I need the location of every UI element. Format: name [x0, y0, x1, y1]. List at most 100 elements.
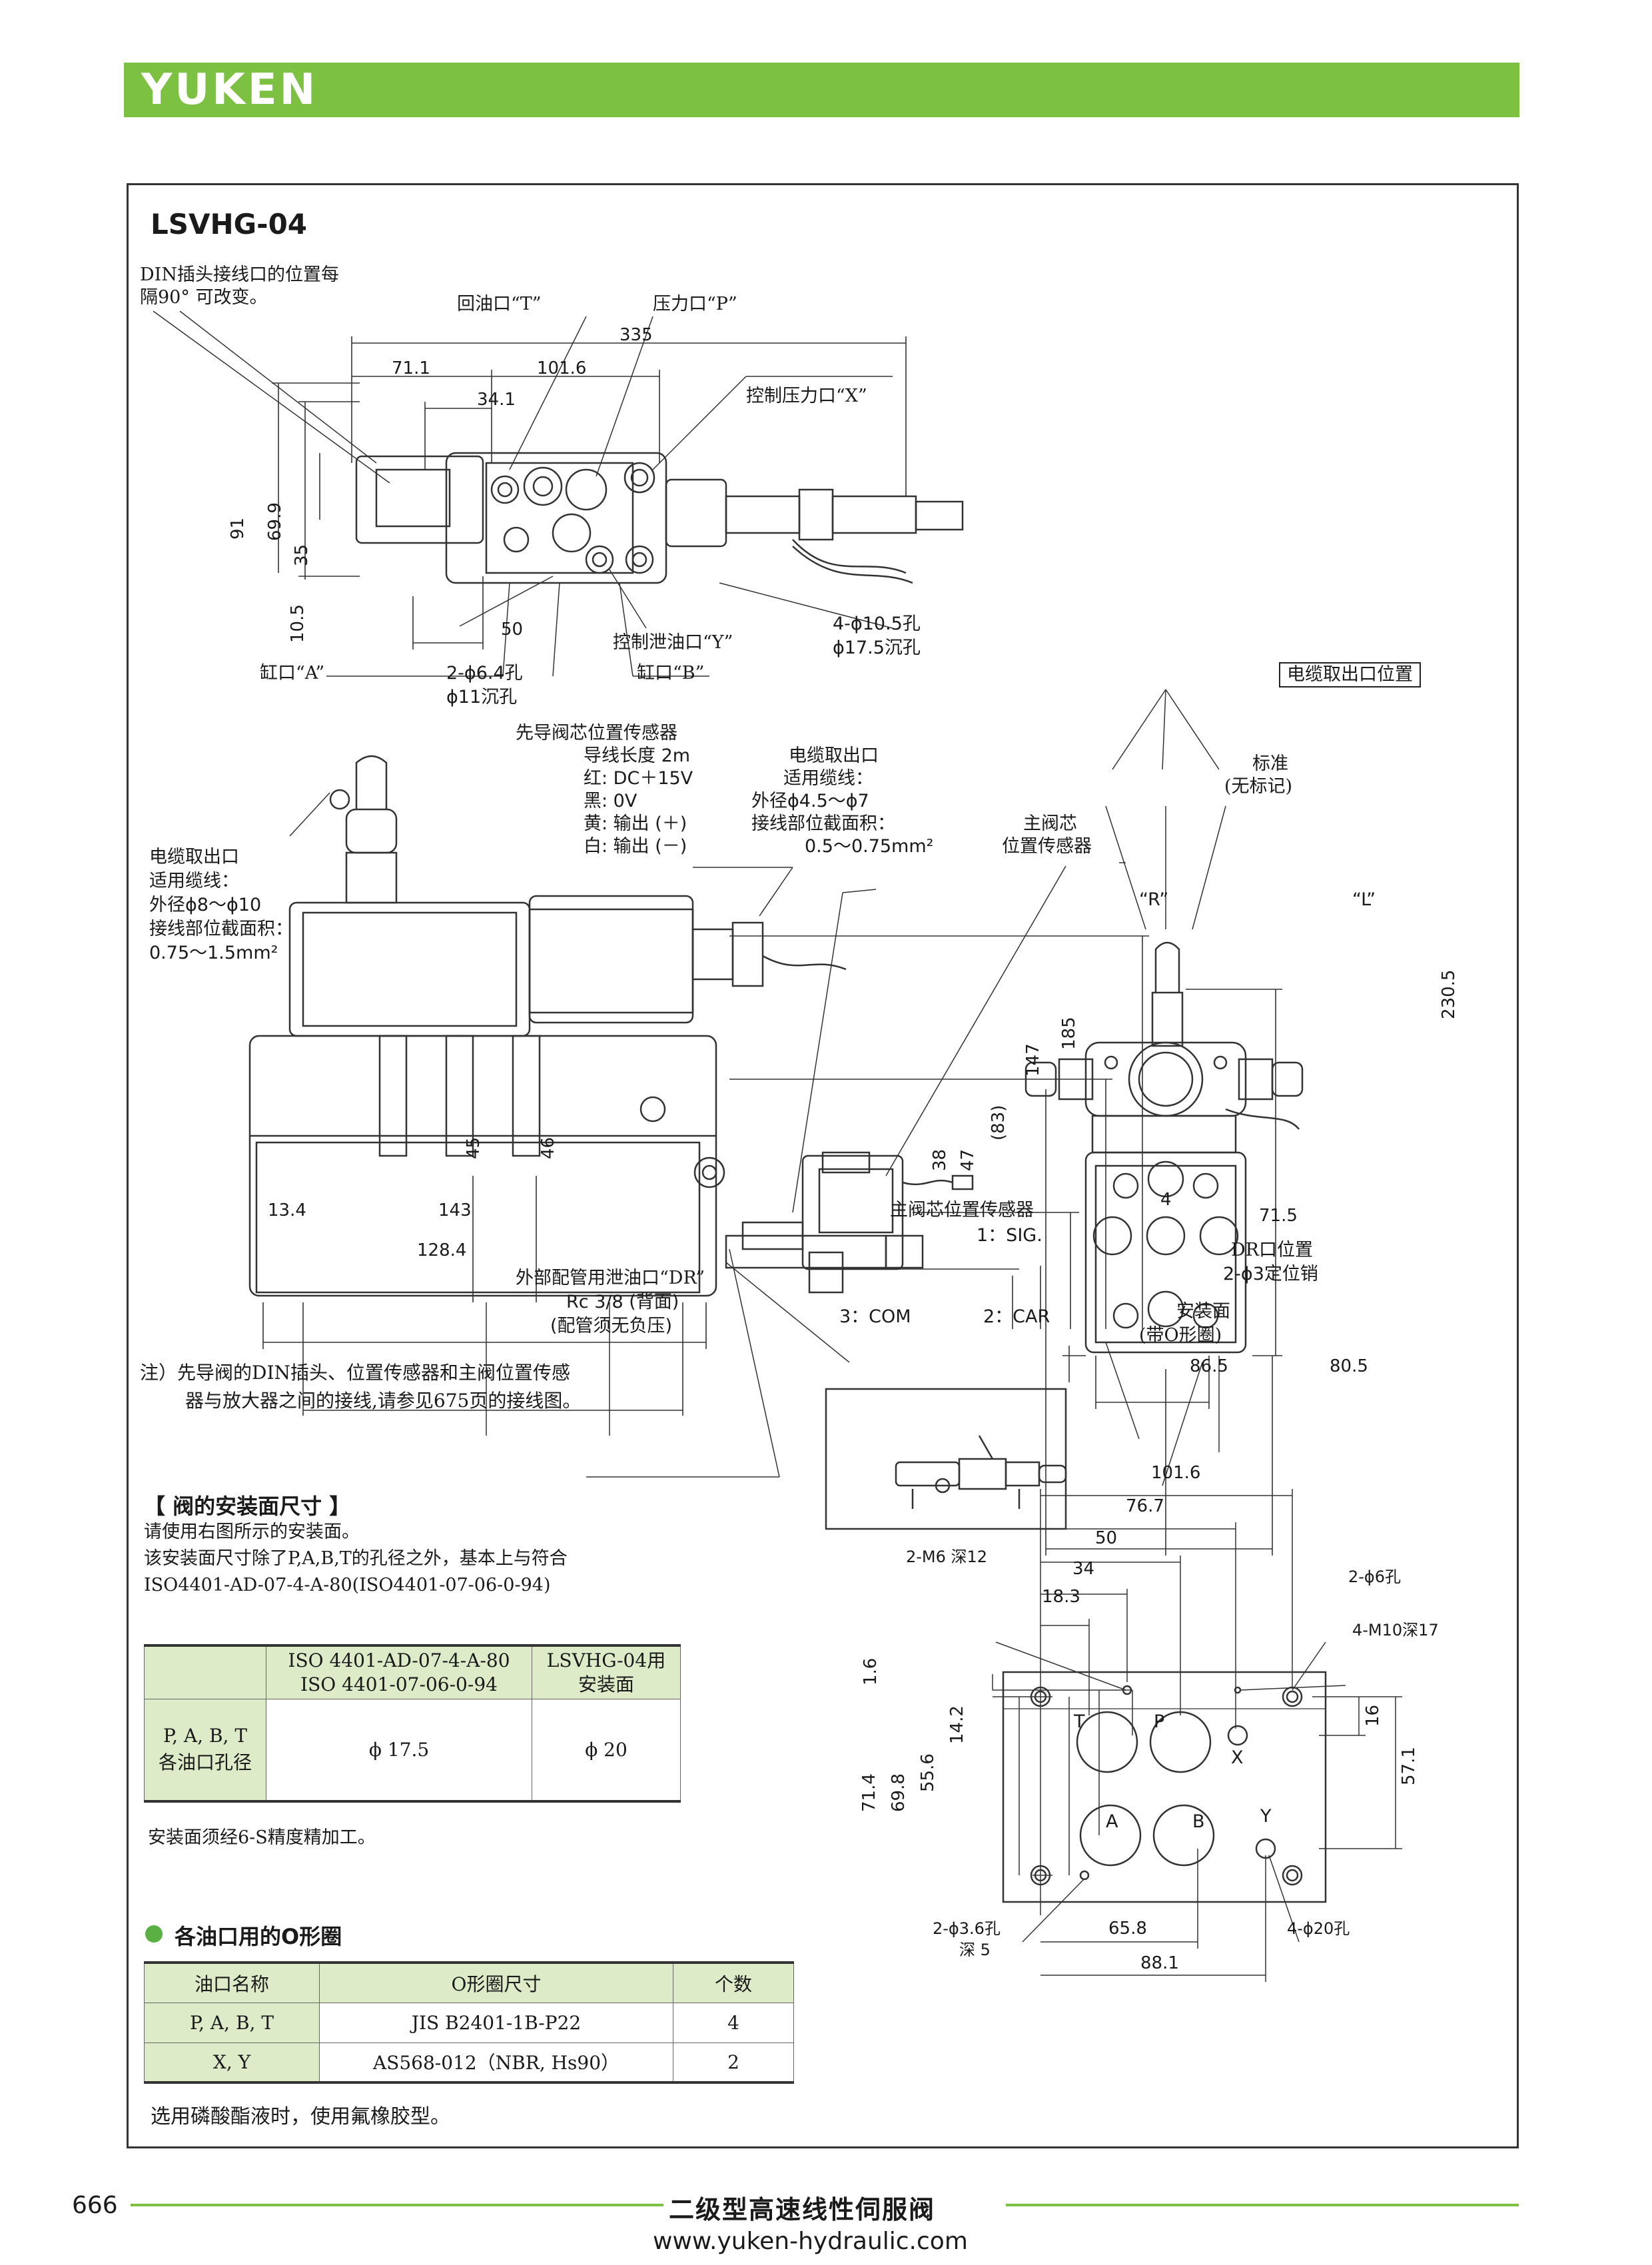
mdim-69-8: 69.8	[889, 1773, 909, 1812]
mount-face-label: 安装面	[1176, 1301, 1230, 1322]
mdim-57-1: 57.1	[1399, 1747, 1419, 1785]
lsvhg-port-diameter: ϕ 20	[532, 1698, 681, 1802]
dr-port-line-2: Rc 3/8 (背面)	[566, 1292, 679, 1312]
sensor-box-title: 主阀芯位置传感器	[890, 1200, 1034, 1220]
dim-101-6: 101.6	[537, 358, 587, 378]
dim-38: 38	[930, 1148, 950, 1171]
dim-34-1: 34.1	[477, 390, 516, 410]
cable-out-r-5: 0.5～0.75mm²	[805, 836, 934, 857]
port-a-label: 缸口“A”	[260, 663, 325, 683]
standard-label: 标准	[1252, 753, 1288, 774]
dim-147: 147	[1023, 1043, 1043, 1077]
wire-red: 红: DC＋15V	[584, 768, 693, 789]
mount-desc-2: 该安装面尺寸除了P,A,B,T的孔径之外，基本上与符合	[144, 1548, 568, 1569]
dr-port-line-1: 外部配管用泄油口“DR”	[516, 1268, 705, 1288]
hole-b-line-2: ϕ17.5沉孔	[833, 638, 921, 658]
dim-185: 185	[1059, 1017, 1079, 1050]
port-diameter-label: 各油口孔径	[158, 1751, 252, 1774]
hole-a-line-2: ϕ11沉孔	[446, 687, 518, 707]
mdim-65-8: 65.8	[1108, 1919, 1147, 1939]
phi20-label: 4-ϕ20孔	[1287, 1919, 1350, 1938]
dim-71-1: 71.1	[392, 358, 430, 378]
mdim-76-7: 76.7	[1126, 1496, 1164, 1516]
port-t-mark: T	[1074, 1711, 1085, 1732]
cable-out-l-2: 适用缆线：	[149, 871, 239, 891]
cable-position-label: 电缆取出口位置	[1279, 662, 1421, 687]
footer-url[interactable]: www.yuken-hydraulic.com	[653, 2228, 968, 2255]
cable-out-r-1: 电缆取出口	[789, 745, 879, 766]
iso-port-diameter: ϕ 17.5	[266, 1698, 532, 1802]
dim-80-5: 80.5	[1330, 1356, 1368, 1376]
dr-port-line-3: (配管须无负压)	[550, 1316, 673, 1336]
iso-standard-1: ISO 4401-AD-07-4-A-80	[288, 1649, 510, 1671]
oring-header-size: O形圈尺寸	[319, 1962, 673, 2003]
mdim-55-6: 55.6	[918, 1753, 938, 1792]
mdim-101-6: 101.6	[1151, 1463, 1201, 1483]
table-row: P, A, B, T JIS B2401-1B-P22 4	[144, 2002, 794, 2043]
port-x-mark: X	[1231, 1747, 1244, 1768]
mount-surface-outline	[1002, 1671, 1327, 1903]
table-row: X, Y AS568-012（NBR, Hs90） 2	[144, 2042, 794, 2083]
dim-35: 35	[292, 544, 312, 566]
mount-table-col-lsvhg: LSVHG-04用 安装面	[532, 1645, 681, 1699]
port-b-label: 缸口“B”	[637, 663, 705, 683]
mount-face-oring: (带O形圈)	[1139, 1325, 1222, 1346]
yuken-logo: YUKEN	[141, 65, 318, 115]
front-view-outline	[248, 755, 974, 1297]
oring-count-2: 2	[673, 2042, 794, 2083]
dr-position-label: DR口位置	[1231, 1240, 1313, 1260]
footer-rule-right	[1006, 2204, 1519, 2206]
oring-table: 油口名称 O形圈尺寸 个数 P, A, B, T JIS B2401-1B-P2…	[144, 1961, 794, 2084]
port-b-mark: B	[1192, 1811, 1205, 1832]
cable-out-l-1: 电缆取出口	[149, 847, 239, 867]
dim-83: (83)	[989, 1105, 1009, 1140]
phi6-label: 2-ϕ6孔	[1348, 1568, 1402, 1586]
mdim-18-3: 18.3	[1042, 1587, 1080, 1607]
main-sensor-1: 主阀芯	[1023, 813, 1077, 834]
phi3-6-label: 2-ϕ3.6孔	[933, 1919, 1001, 1938]
wire-length: 导线长度 2m	[584, 745, 691, 766]
port-p-label: 压力口“P”	[653, 294, 737, 314]
m6-label: 2-M6 深12	[906, 1548, 988, 1566]
technical-drawing	[127, 183, 1402, 1982]
mdim-50: 50	[1095, 1528, 1118, 1548]
port-y-label: 控制泄油口“Y”	[613, 632, 733, 653]
note-line-2: 器与放大器之间的接线,请参见675页的接线图。	[185, 1390, 582, 1412]
oring-count-1: 4	[673, 2002, 794, 2043]
din-note-line-2: 隔90° 可改变。	[140, 287, 268, 308]
cable-out-l-3: 外径ϕ8～ϕ10	[149, 895, 262, 915]
l-label: “L”	[1352, 889, 1376, 910]
oring-section-title: 各油口用的O形圈	[175, 1924, 342, 1949]
oring-footer: 选用磷酸酯液时，使用氟橡胶型。	[151, 2105, 450, 2128]
port-t-label: 回油口“T”	[457, 294, 542, 314]
mdim-1-6: 1.6	[861, 1657, 881, 1685]
footer-rule-left	[131, 2204, 663, 2206]
dim-50: 50	[501, 620, 524, 640]
port-a-mark: A	[1106, 1811, 1118, 1832]
dim-230-5: 230.5	[1439, 969, 1459, 1019]
dim-13-4: 13.4	[268, 1200, 306, 1220]
dim-46: 46	[538, 1136, 558, 1159]
cable-out-r-2: 适用缆线：	[783, 768, 873, 789]
mount-table: ISO 4401-AD-07-4-A-80 ISO 4401-07-06-0-9…	[144, 1644, 681, 1803]
model-title: LSVHG-04	[151, 208, 308, 240]
lsvhg-mount-2: 安装面	[578, 1673, 634, 1695]
phi3-6-depth: 深 5	[959, 1941, 991, 1959]
lsvhg-mount-1: LSVHG-04用	[546, 1649, 666, 1671]
wire-yellow: 黄: 输出 (＋)	[584, 813, 687, 834]
dim-45: 45	[464, 1136, 484, 1159]
mount-section-title: 【 阀的安装面尺寸 】	[144, 1494, 351, 1519]
cable-out-r-3: 外径ϕ4.5～ϕ7	[751, 791, 869, 811]
mount-table-corner	[144, 1645, 266, 1699]
mdim-88-1: 88.1	[1140, 1953, 1179, 1973]
oring-header-port: 油口名称	[144, 1962, 320, 2003]
header-bar	[124, 63, 1519, 117]
footer-title: 二级型高速线性伺服阀	[669, 2195, 936, 2224]
mount-table-col-iso: ISO 4401-AD-07-4-A-80 ISO 4401-07-06-0-9…	[266, 1645, 532, 1699]
oring-port-2: X, Y	[144, 2042, 320, 2083]
mount-table-row-label: P, A, B, T 各油口孔径	[144, 1698, 266, 1802]
note-line-1: 注）先导阀的DIN插头、位置传感器和主阀位置传感	[140, 1362, 571, 1384]
r-label: “R”	[1139, 889, 1169, 910]
mdim-16: 16	[1363, 1704, 1383, 1727]
locating-pin-label: 2-ϕ3定位销	[1223, 1264, 1318, 1284]
